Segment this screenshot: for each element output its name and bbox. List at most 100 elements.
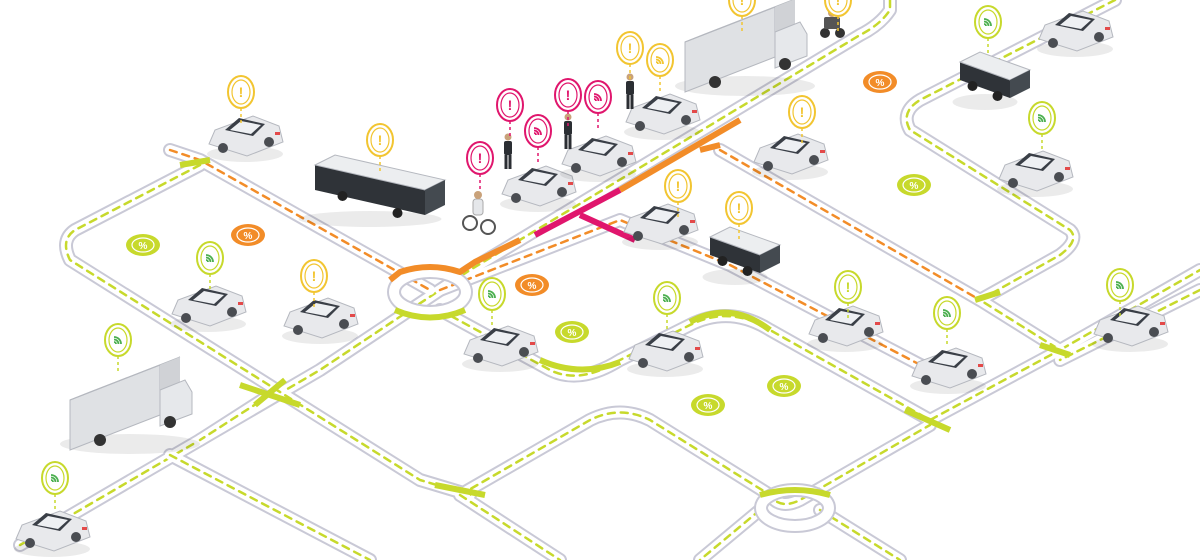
alert-icon: !: [239, 84, 244, 100]
highlighted-segment: [388, 237, 522, 283]
badge-inner-ring: [558, 82, 578, 108]
city-bus: [298, 154, 447, 227]
car-roundabout: [462, 325, 539, 372]
highlighted-segment: [393, 307, 467, 321]
highlighted-segment: [759, 487, 831, 498]
node-ring: [560, 324, 584, 340]
percent-icon: %: [780, 382, 789, 393]
alert-icon: !: [740, 0, 745, 8]
status-badge: !: [664, 169, 692, 220]
wifi-signal-icon: [113, 336, 122, 345]
node-disc: [231, 224, 265, 246]
lane-marking: [18, 0, 892, 547]
car-mid: [622, 203, 699, 250]
status-badge: !: [496, 88, 524, 139]
status-badge: !: [466, 141, 494, 192]
status-badge: !: [616, 31, 644, 82]
badge-inner-ring: [1032, 105, 1052, 131]
lane-marking: [905, 0, 1200, 352]
status-badge: !: [834, 270, 862, 321]
wifi-signal-icon: [533, 127, 542, 136]
network-node: %: [555, 321, 589, 343]
badge-inner-ring: [657, 285, 677, 311]
badge-inner-ring: [668, 173, 688, 199]
autonomous-shuttle-center: [702, 226, 782, 285]
highlighted-segment: [903, 407, 952, 433]
status-badge: !: [728, 0, 756, 34]
wifi-signal-icon: [487, 290, 496, 299]
node-disc: [691, 394, 725, 416]
badge-inner-ring: [620, 35, 640, 61]
badge-inner-ring: [937, 300, 957, 326]
badge-inner-ring: [500, 92, 520, 118]
wifi-signal-icon: [655, 56, 664, 65]
badge-inner-ring: [528, 118, 548, 144]
alert-icon: !: [737, 200, 742, 216]
network-node: %: [691, 394, 725, 416]
badge-inner-ring: [650, 47, 670, 73]
node-ring: [236, 227, 260, 243]
car-far-right: [1092, 305, 1169, 352]
badge-inner-ring: [45, 465, 65, 491]
badge-inner-ring: [304, 263, 324, 289]
alert-icon: !: [478, 150, 483, 166]
status-badge: [478, 277, 506, 328]
wifi-signal-icon: [593, 93, 602, 102]
wifi-signal-icon: [50, 474, 59, 483]
percent-icon: %: [528, 281, 537, 292]
status-badge: !: [788, 95, 816, 146]
network-node: %: [863, 71, 897, 93]
status-badge: [646, 43, 674, 94]
node-ring: [772, 378, 796, 394]
network-node: %: [767, 375, 801, 397]
car-center-right: [752, 133, 829, 180]
percent-icon: %: [910, 181, 919, 192]
lane-marking: [458, 411, 932, 506]
badge-inner-ring: [729, 195, 749, 221]
alert-icon: !: [508, 97, 513, 113]
alert-icon: !: [846, 279, 851, 295]
car-top-left: [207, 115, 284, 162]
status-badge: [653, 281, 681, 332]
node-ring: [520, 277, 544, 293]
badge-inner-ring: [108, 327, 128, 353]
vehicles: [14, 0, 1169, 557]
percent-icon: %: [704, 401, 713, 412]
autonomous-shuttle-right: [952, 51, 1032, 110]
lane-marking: [718, 148, 982, 302]
percent-icon: %: [876, 78, 885, 89]
highlighted-segment: [533, 187, 622, 238]
roundabout-surface: [389, 267, 471, 317]
percent-icon: %: [139, 241, 148, 252]
car-top-right: [1037, 10, 1114, 57]
badge-inner-ring: [792, 99, 812, 125]
status-badge: [41, 461, 69, 512]
car-queue-1: [500, 165, 577, 212]
node-disc: [863, 71, 897, 93]
delivery-truck-top: [675, 0, 815, 96]
node-ring: [696, 397, 720, 413]
wifi-signal-icon: [983, 18, 992, 27]
highlighted-segment: [974, 289, 1001, 303]
badge-inner-ring: [200, 245, 220, 271]
alert-icon: !: [836, 0, 841, 8]
highlighted-segment: [699, 142, 721, 153]
percent-icon: %: [244, 231, 253, 242]
car-left-1: [170, 285, 247, 332]
lane-marking: [168, 453, 372, 560]
status-badge: [974, 5, 1002, 56]
status-badge: [524, 114, 552, 165]
node-disc: [126, 234, 160, 256]
status-badge: [933, 296, 961, 347]
status-badge: !: [227, 75, 255, 126]
highlighted-segment: [179, 157, 211, 168]
car-left-2: [282, 297, 359, 344]
status-badge: [584, 80, 612, 131]
status-badge: !: [824, 0, 852, 34]
highlighted-road-segments: [179, 117, 1071, 498]
wifi-signal-icon: [1115, 281, 1124, 290]
badge-inner-ring: [732, 0, 752, 13]
cyclist: [462, 191, 496, 235]
status-badge: [1028, 101, 1056, 152]
